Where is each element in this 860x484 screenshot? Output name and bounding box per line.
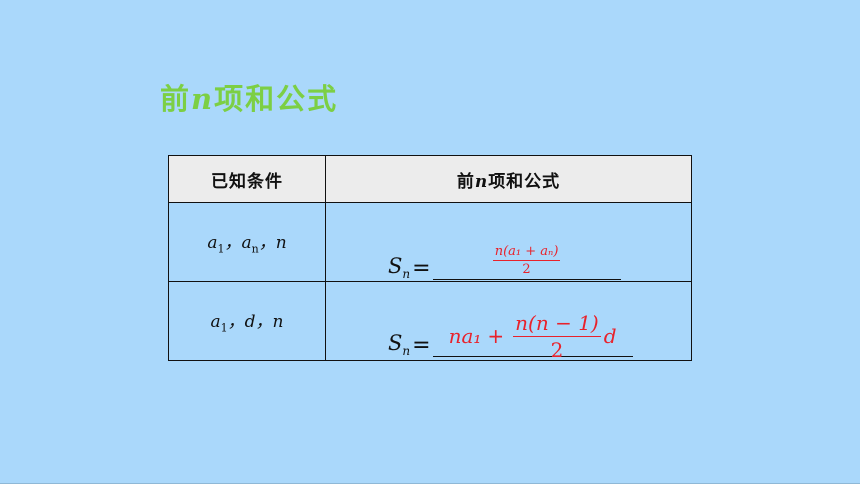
condition-cell: a1，an，n	[168, 202, 326, 282]
table-row: a1，an，n Sn = n(a₁ + aₙ) 2	[168, 202, 692, 282]
table-row: a1，d，n Sn = na₁ + n(n − 1) 2 d	[168, 281, 692, 362]
equals-sign: =	[412, 256, 431, 281]
formula-table: 已知条件 前n项和公式 a1，an，n Sn = n(a₁ + aₙ) 2 a1…	[168, 155, 692, 362]
answer-fraction: n(a₁ + aₙ) 2	[492, 243, 561, 277]
equals-sign: =	[412, 333, 431, 358]
answer-blank: n(a₁ + aₙ) 2	[432, 233, 621, 280]
condition-cell: a1，d，n	[168, 281, 326, 361]
formula-lhs: Sn	[388, 330, 411, 358]
title-variable: n	[191, 82, 215, 116]
plus-sign: +	[487, 324, 505, 349]
fraction-numerator: n(n − 1)	[515, 310, 599, 335]
header-sum-formula: 前n项和公式	[325, 155, 692, 203]
formula-cell: Sn = n(a₁ + aₙ) 2	[325, 202, 692, 282]
fraction-numerator: n(a₁ + aₙ)	[494, 243, 559, 259]
answer-expression: na₁ + n(n − 1) 2 d	[449, 311, 617, 362]
fraction-denominator: 2	[522, 262, 531, 277]
answer-blank: na₁ + n(n − 1) 2 d	[432, 300, 633, 362]
formula-line: Sn = n(a₁ + aₙ) 2	[388, 233, 621, 280]
formula-line: Sn = na₁ + n(n − 1) 2 d	[388, 300, 633, 362]
fraction-denominator: 2	[550, 338, 564, 362]
answer-term-2: d	[603, 324, 617, 349]
formula-cell: Sn = na₁ + n(n − 1) 2 d	[325, 281, 692, 362]
answer-term-1: na₁	[448, 324, 482, 349]
formula-lhs: Sn	[388, 253, 411, 281]
slide-title: 前n项和公式	[160, 82, 339, 116]
fraction-bar	[492, 259, 561, 261]
table-header-row: 已知条件 前n项和公式	[168, 155, 692, 203]
header-known-conditions: 已知条件	[168, 155, 326, 203]
fraction-bar	[513, 335, 601, 337]
answer-fraction: n(n − 1) 2	[513, 311, 601, 362]
